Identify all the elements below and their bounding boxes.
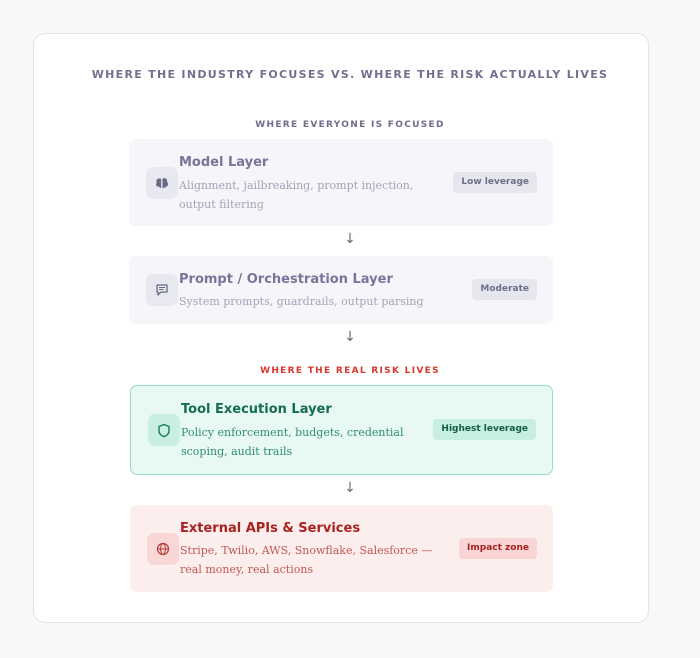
layer-description: Policy enforcement, budgets, credential …	[181, 426, 404, 458]
section-label-risk: WHERE THE REAL RISK LIVES	[260, 366, 440, 376]
brain-icon	[146, 167, 178, 199]
down-arrow-icon: ↓	[344, 480, 356, 496]
layer-name: Tool Execution Layer	[181, 402, 332, 417]
layer-name: Model Layer	[179, 155, 269, 170]
section-label-focused: WHERE EVERYONE IS FOCUSED	[255, 120, 445, 130]
leverage-badge: Low leverage	[453, 172, 537, 193]
impact-badge: Impact zone	[459, 538, 537, 559]
layer-name: Prompt / Orchestration Layer	[179, 272, 393, 287]
layer-description: Alignment, jailbreaking, prompt injectio…	[179, 179, 414, 211]
layer-description: Stripe, Twilio, AWS, Snowflake, Salesfor…	[180, 544, 433, 576]
prompt-layer-box: Prompt / Orchestration Layer System prom…	[129, 256, 553, 324]
shield-icon	[148, 414, 180, 446]
tool-execution-layer-box: Tool Execution Layer Policy enforcement,…	[130, 385, 553, 475]
down-arrow-icon: ↓	[344, 329, 356, 345]
leverage-badge: Moderate	[472, 279, 537, 300]
layer-description: System prompts, guardrails, output parsi…	[179, 295, 424, 308]
globe-icon	[147, 533, 179, 565]
external-apis-layer-box: External APIs & Services Stripe, Twilio,…	[130, 505, 553, 592]
diagram-title: WHERE THE INDUSTRY FOCUSES VS. WHERE THE…	[91, 68, 609, 81]
down-arrow-icon: ↓	[344, 231, 356, 247]
leverage-badge: Highest leverage	[433, 419, 536, 440]
model-layer-box: Model Layer Alignment, jailbreaking, pro…	[129, 139, 553, 226]
layer-name: External APIs & Services	[180, 521, 361, 536]
chat-icon	[146, 274, 178, 306]
